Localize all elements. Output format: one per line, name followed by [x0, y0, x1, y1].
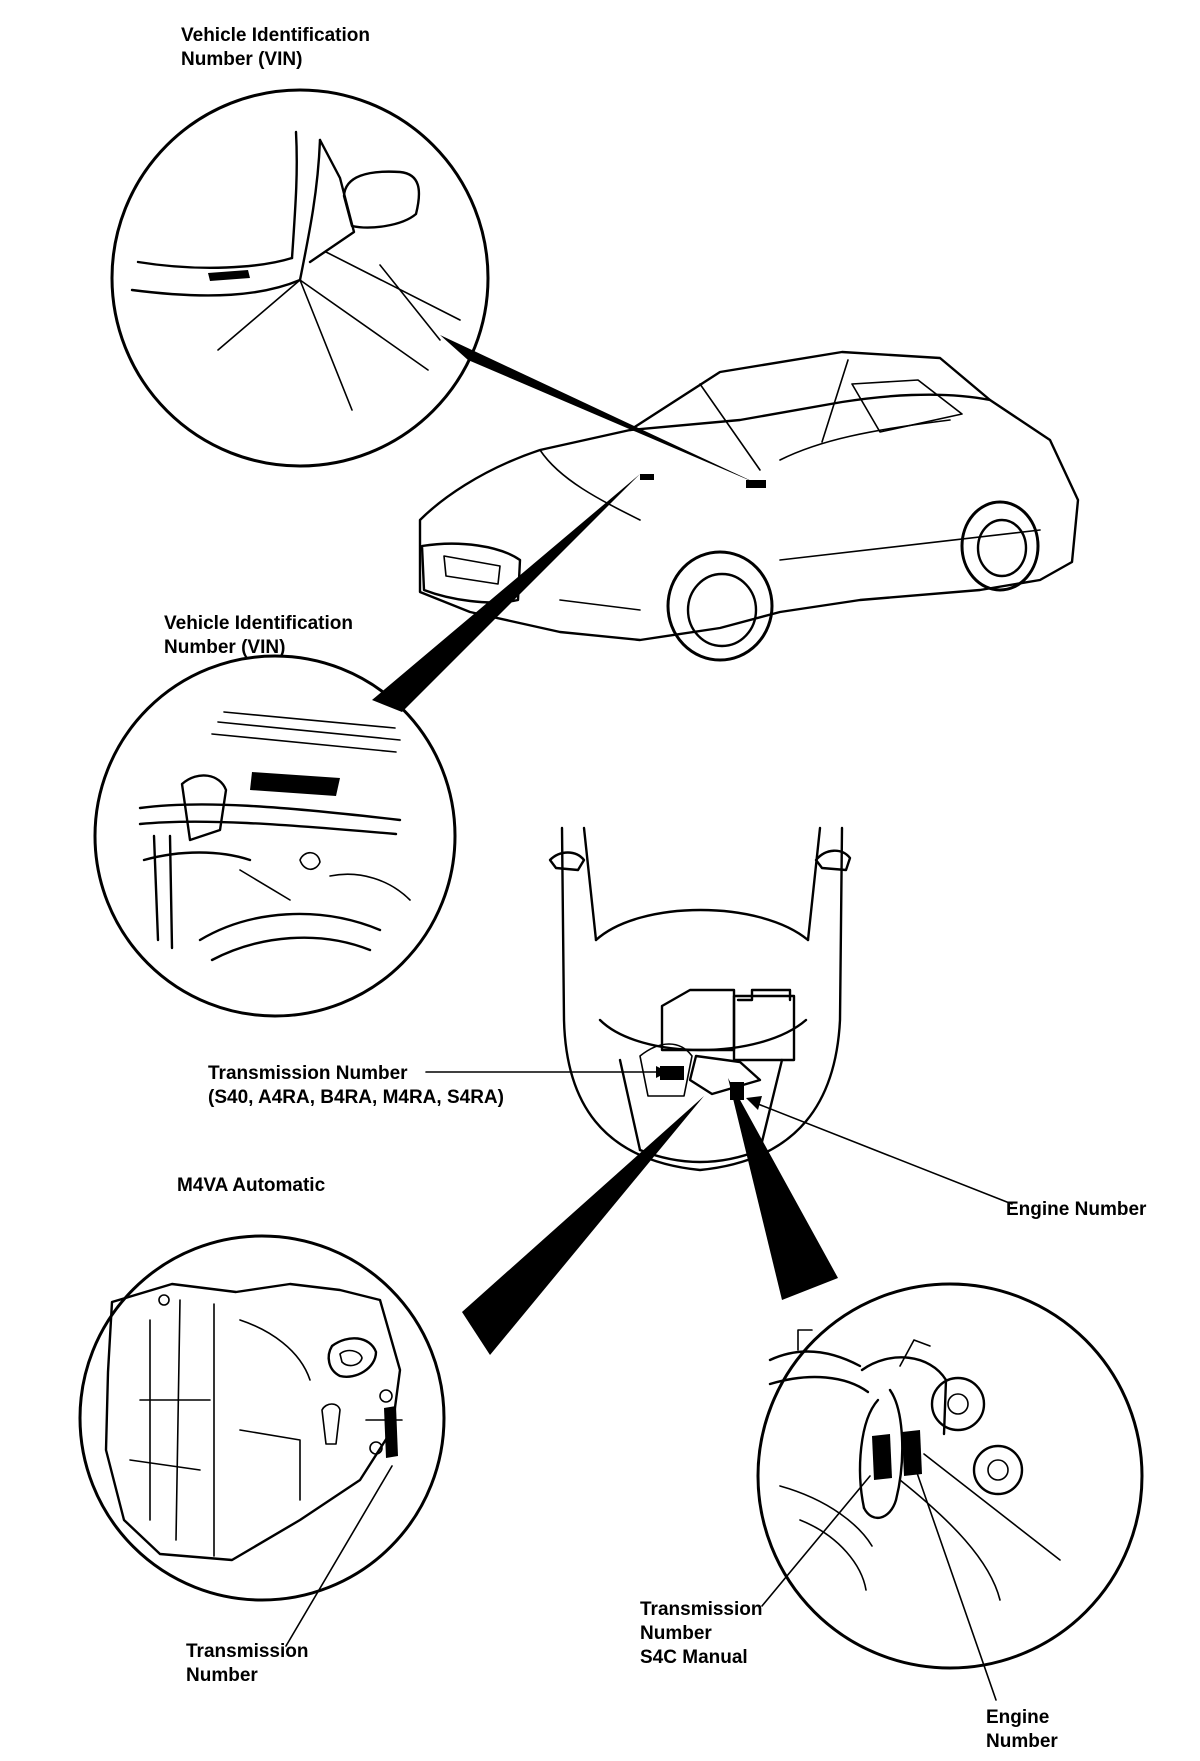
vin-engine-bay-zoom [93, 654, 457, 1018]
transmission-manual-label-line3: S4C Manual [640, 1647, 748, 1668]
engine-number-bottom-label: Engine Number [986, 1706, 1058, 1754]
engine-number-label: Engine Number [1006, 1198, 1146, 1222]
transmission-number-label-line2: (S40, A4RA, B4RA, M4RA, S4RA) [208, 1087, 504, 1108]
callout-wedges [372, 335, 838, 1355]
m4va-automatic-label: M4VA Automatic [177, 1174, 325, 1198]
vin-top-label: Vehicle Identification Number (VIN) [181, 24, 370, 72]
transmission-number-label-line1: Transmission Number [208, 1063, 408, 1084]
vin-mid-label-line2: Number (VIN) [164, 637, 286, 658]
leader-lines [425, 1066, 1013, 1205]
transmission-auto-label-line2: Number [186, 1665, 258, 1686]
vin-mid-label-line1: Vehicle Identification [164, 613, 353, 634]
vin-mid-label: Vehicle Identification Number (VIN) [164, 612, 353, 660]
transmission-manual-label-line2: Number [640, 1623, 712, 1644]
transmission-auto-label: Transmission Number [186, 1640, 309, 1688]
transmission-manual-label-line1: Transmission [640, 1599, 763, 1620]
transmission-auto-label-line1: Transmission [186, 1641, 309, 1662]
m4va-automatic-text: M4VA Automatic [177, 1175, 326, 1196]
vin-top-label-line2: Number (VIN) [181, 49, 303, 70]
transmission-number-label: Transmission Number (S40, A4RA, B4RA, M4… [208, 1062, 504, 1110]
transmission-manual-zoom [756, 1282, 1144, 1701]
engine-number-bottom-line2: Number [986, 1731, 1058, 1752]
vin-dashboard-zoom [110, 88, 490, 468]
vin-top-label-line1: Vehicle Identification [181, 25, 370, 46]
car-top-view [548, 826, 852, 1172]
car-side-view [418, 350, 1080, 662]
engine-number-bottom-line1: Engine [986, 1707, 1050, 1728]
transmission-manual-label: Transmission Number S4C Manual [640, 1598, 763, 1670]
transmission-auto-zoom [78, 1234, 446, 1647]
engine-number-text: Engine Number [1006, 1199, 1147, 1220]
